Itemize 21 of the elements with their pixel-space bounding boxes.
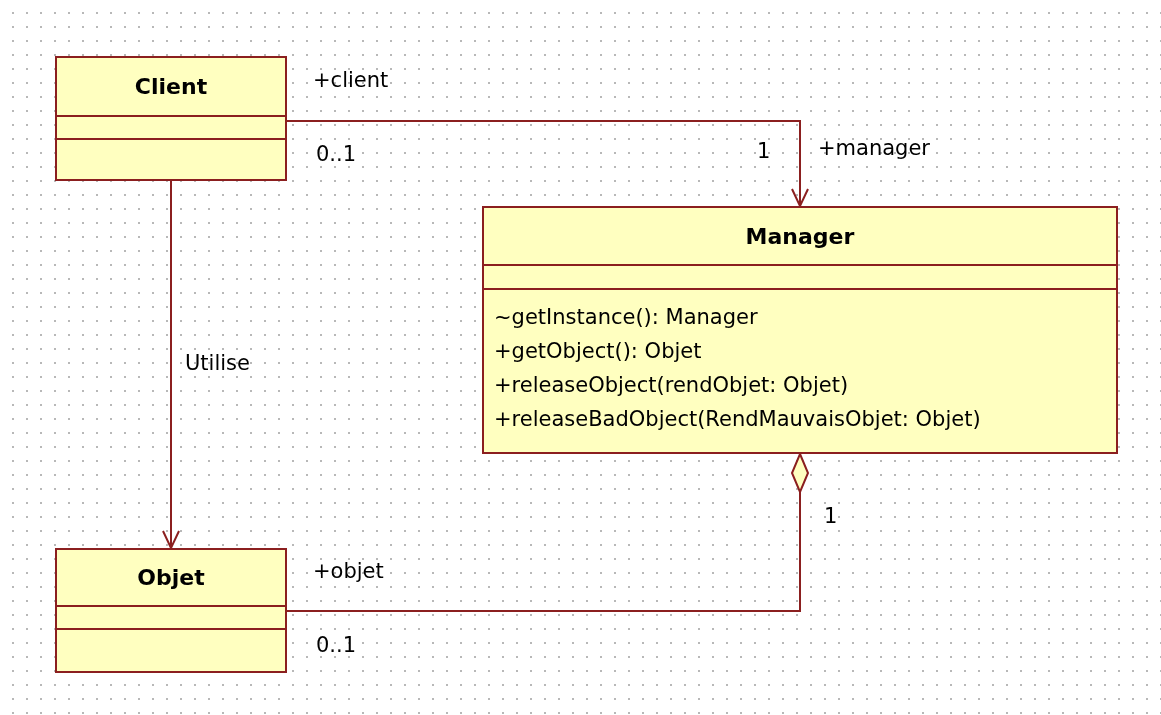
association-arrow (162, 180, 180, 549)
class-name: Manager (745, 223, 855, 249)
role-name: +objet (313, 559, 384, 583)
class-name: Client (134, 74, 208, 99)
multiplicity: 0..1 (316, 633, 357, 657)
class-box (482, 206, 1118, 454)
association-arrow (286, 120, 809, 207)
role-name: +manager (818, 136, 930, 160)
edge-label: Utilise (185, 350, 250, 375)
multiplicity: 1 (757, 139, 771, 163)
class-box (55, 56, 287, 181)
method-text: +getObject(): Objet (493, 338, 703, 365)
method-text: ~getInstance(): Manager (493, 304, 759, 331)
role-name: +client (313, 68, 389, 92)
class-box (55, 548, 287, 673)
multiplicity: 0..1 (316, 142, 357, 166)
multiplicity: 1 (824, 504, 838, 528)
class-name: Objet (137, 565, 205, 590)
method-text: +releaseBadObject(RendMauvaisObjet: Objet) (493, 406, 982, 433)
method-text: +releaseObject(rendObjet: Objet) (493, 372, 850, 399)
aggregation-line (286, 453, 809, 612)
